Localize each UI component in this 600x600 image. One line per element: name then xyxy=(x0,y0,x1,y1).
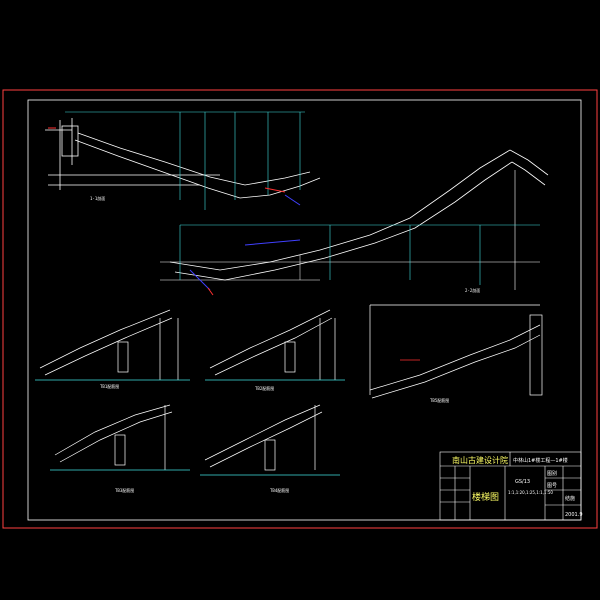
title-scale-label: 图别 xyxy=(547,470,557,477)
title-drawing-name: 楼梯图 xyxy=(472,491,499,503)
title-sheet-desc: 1:1,1:20,1:25,1:1,1:50 xyxy=(508,490,553,495)
title-date: 2001.9 xyxy=(565,512,583,518)
title-sheet-no: 结施 xyxy=(565,495,575,502)
detail-label-4: TB4配筋图 xyxy=(270,487,289,493)
detail-tb1 xyxy=(35,309,190,381)
title-sheet-code: GS/13 xyxy=(515,479,530,485)
section-mark-top: 1-1剖面 xyxy=(90,195,105,201)
dimension-lines xyxy=(65,111,540,285)
main-stair-section xyxy=(45,118,549,290)
detail-label-3: TB3配筋图 xyxy=(115,487,134,493)
title-sheet-no-label: 图号 xyxy=(547,483,557,489)
inner-border xyxy=(27,99,582,521)
title-company: 南山古建设计院 xyxy=(452,455,508,465)
section-mark-mid: 2-2剖面 xyxy=(465,287,480,293)
detail-label-2: TB2配筋图 xyxy=(255,385,274,391)
drawing-frame xyxy=(2,89,598,529)
detail-tb4 xyxy=(200,404,340,476)
detail-tb2 xyxy=(205,309,345,381)
detail-tb5 xyxy=(369,304,543,399)
title-block xyxy=(439,451,582,521)
rebar-accents xyxy=(48,127,301,296)
title-project: 中林山1#楼工程—1#楼 xyxy=(513,457,568,464)
detail-tb3 xyxy=(50,404,190,471)
detail-label-1: TB1配筋图 xyxy=(100,383,119,389)
detail-label-5: TB5配筋图 xyxy=(430,397,449,403)
